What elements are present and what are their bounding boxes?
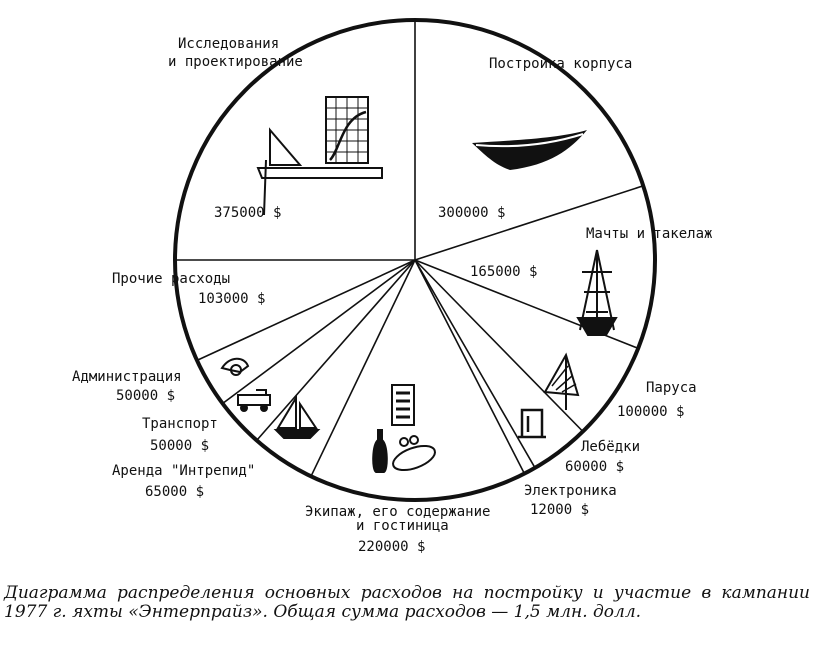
slice-value-hull: 300000 $: [438, 205, 505, 221]
slice-value-other: 103000 $: [198, 291, 265, 307]
slice-dividers: [175, 20, 644, 477]
slice-label-masts: Мачты и такелаж: [586, 226, 713, 242]
telephone-icon: [220, 357, 250, 376]
slice-label-administration: Администрация: [72, 369, 182, 385]
crew-supplies-icon: [372, 384, 436, 473]
winch-icon: [518, 408, 546, 439]
slice-label-transport: Транспорт: [142, 416, 218, 432]
slice-boundary-4: [414, 259, 536, 469]
figure-caption: Диаграмма распределения основных расходо…: [4, 583, 810, 622]
slice-value-electronics: 12000 $: [530, 502, 589, 518]
slice-value-administration: 50000 $: [116, 388, 175, 404]
slice-boundary-6: [310, 259, 416, 477]
slice-value-research: 375000 $: [214, 205, 281, 221]
sail-icon: [543, 352, 580, 410]
expense-pie-chart: Постройка корпуса 300000 $ Мачты и такел…: [72, 18, 713, 555]
slice-value-intrepid-rent: 65000 $: [145, 484, 204, 500]
slice-label-crew-line1: Экипаж, его содержание: [305, 504, 490, 520]
truck-icon: [237, 389, 271, 412]
mast-rigging-icon: [576, 249, 618, 336]
slice-value-winches: 60000 $: [565, 459, 624, 475]
slice-label-winches: Лебёдки: [581, 439, 640, 455]
drafting-tools-icon: [256, 96, 383, 216]
slice-label-hull: Постройка корпуса: [489, 56, 632, 72]
slice-label-other: Прочие расходы: [112, 271, 230, 287]
slice-boundary-3: [414, 259, 584, 433]
slice-label-electronics: Электроника: [524, 483, 617, 499]
pie-outline: [173, 18, 657, 502]
slice-value-crew: 220000 $: [358, 539, 425, 555]
boat-icon: [273, 394, 321, 439]
slice-boundary-9: [196, 259, 416, 362]
slice-label-research-line2: и проектирование: [168, 54, 303, 70]
slice-label-sails: Паруса: [646, 380, 697, 396]
slice-value-transport: 50000 $: [150, 438, 209, 454]
slice-boundary-5: [414, 259, 526, 474]
slice-boundary-7: [256, 259, 416, 441]
slice-boundary-8: [222, 259, 416, 405]
slice-label-crew-line2: и гостиница: [356, 518, 449, 534]
hull-icon: [472, 130, 587, 170]
slice-boundary-1: [414, 185, 644, 261]
slice-label-research-line1: Исследования: [178, 36, 279, 52]
slice-value-masts: 165000 $: [470, 264, 537, 280]
slice-value-sails: 100000 $: [617, 404, 684, 420]
slice-label-intrepid-rent: Аренда "Интрепид": [112, 463, 255, 479]
